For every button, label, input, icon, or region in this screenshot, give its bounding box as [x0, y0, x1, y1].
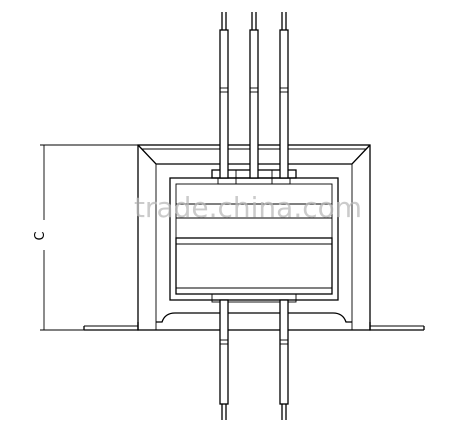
coil-winding	[175, 237, 333, 295]
watermark-text: trade.china.com	[134, 191, 362, 224]
top-terminal-base	[217, 177, 291, 185]
mounting-base	[83, 322, 425, 331]
dimension-label: C	[33, 231, 48, 240]
dimension-c: C	[33, 144, 142, 331]
bottom-wire-2	[279, 299, 289, 420]
bottom-lead-wires	[219, 299, 289, 420]
bottom-wire-1	[219, 299, 229, 420]
bottom-terminal-block	[211, 293, 297, 303]
top-wire-2	[249, 12, 259, 179]
top-wire-3	[279, 12, 289, 179]
bottom-terminal-strip	[211, 293, 297, 303]
top-lead-wires	[219, 12, 289, 179]
transformer-core	[169, 177, 339, 301]
bracket-bottom-arch	[156, 312, 352, 323]
top-wire-1	[219, 12, 229, 179]
